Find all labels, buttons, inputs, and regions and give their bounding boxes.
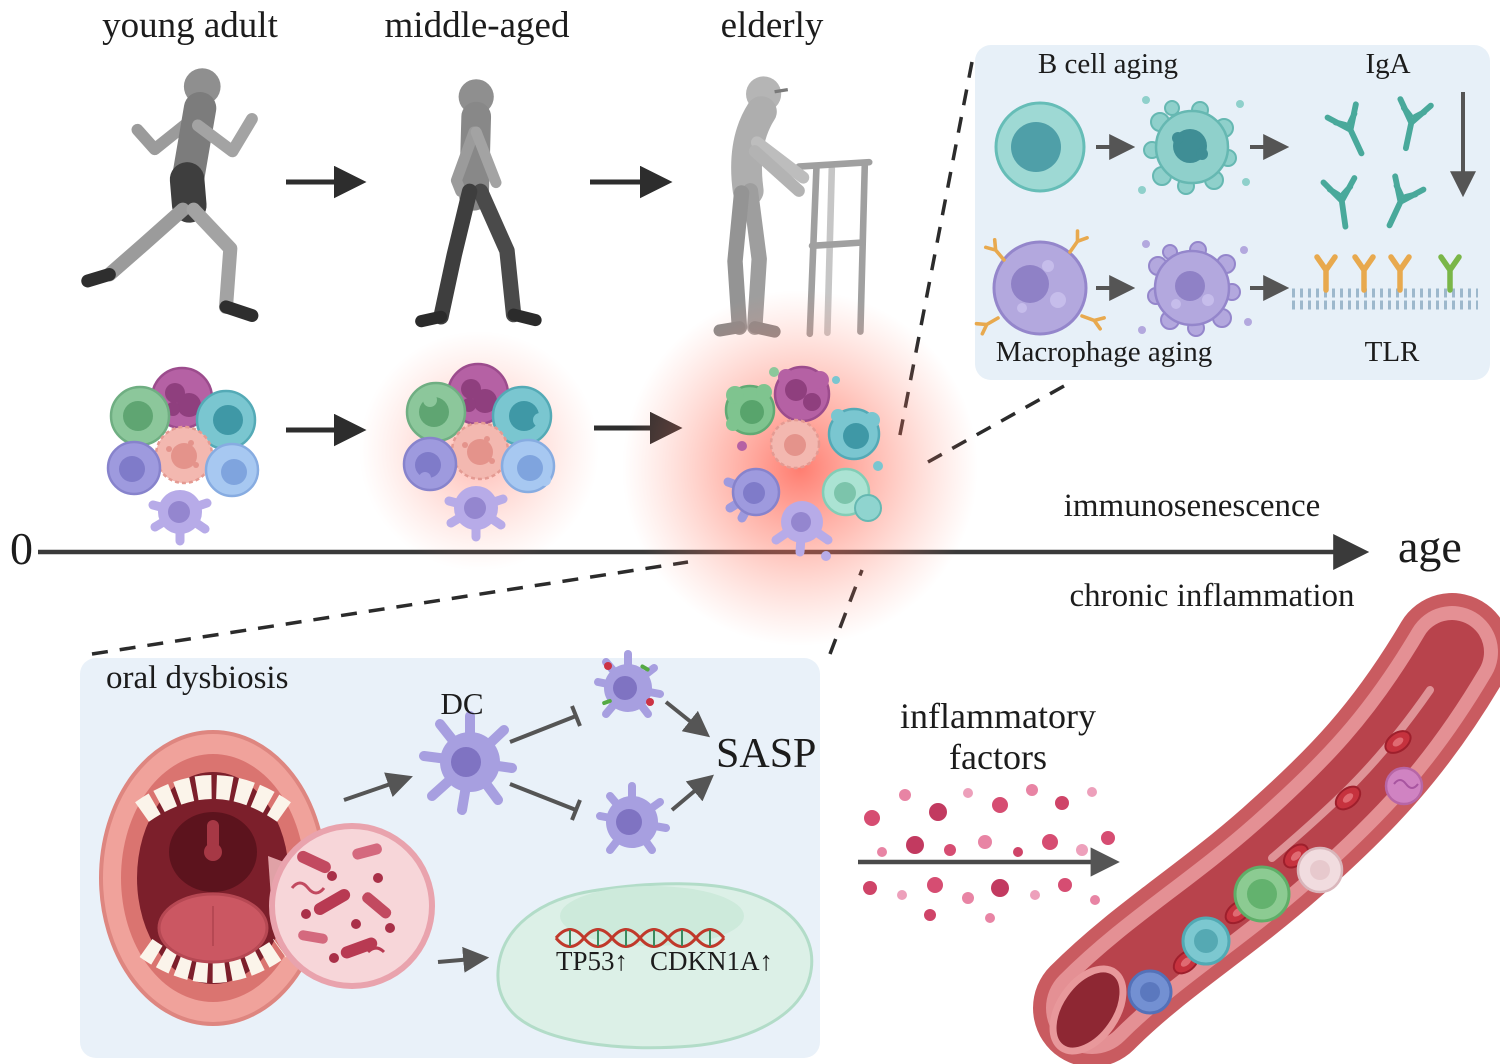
inhibition-lines — [509, 705, 582, 821]
inflammatory-factors-label: inflammatory factors — [900, 696, 1096, 778]
oral-dysbiosis-title: oral dysbiosis — [106, 660, 289, 696]
vessel-cells — [1127, 730, 1424, 1015]
arrow-mouth-dc — [343, 772, 413, 802]
gene-labels: TP53↑ CDKN1A↑ — [556, 946, 773, 977]
arrow-sen-top-sasp — [664, 700, 711, 738]
arrow-lens-cell — [437, 946, 490, 973]
middle-aged-walking-figure — [415, 79, 542, 328]
tlr-label: TLR — [1364, 336, 1420, 368]
blood-vessel — [1033, 593, 1500, 1064]
cell-cluster-elderly — [622, 290, 978, 646]
mouth-illustration — [99, 730, 332, 1026]
dc-label: DC — [440, 686, 484, 721]
dna-helix — [554, 928, 726, 948]
b-cell-aging-label: B cell aging — [1037, 48, 1179, 80]
cdkn1a-label: CDKN1A↑ — [650, 946, 774, 976]
senescent-fibroblast — [496, 882, 814, 1050]
aged-b-cell — [1138, 96, 1250, 195]
macrophage — [974, 229, 1106, 336]
chronic-inflammation-label: chronic inflammation — [1069, 578, 1355, 614]
elderly-walker-figure — [713, 76, 873, 338]
b-cell — [994, 101, 1086, 193]
immunosenescence-label: immunosenescence — [1063, 488, 1321, 524]
sasp-label: SASP — [716, 731, 817, 777]
axis-age-label: age — [1398, 521, 1462, 572]
arrow-sen-bottom-sasp — [670, 774, 714, 812]
iga-label: IgA — [1365, 48, 1411, 80]
cell-cluster-middle — [359, 331, 599, 571]
membrane-tlr — [1292, 257, 1478, 310]
young-adult-runner-figure — [81, 68, 259, 323]
panel-immune-bg — [975, 45, 1490, 380]
dendritic-cell — [419, 711, 517, 815]
aged-macrophage — [1138, 240, 1252, 337]
inflammatory-dots — [863, 784, 1115, 923]
cell-cluster-young — [108, 368, 258, 541]
stage-label-young-adult: young adult — [102, 5, 278, 46]
senescent-cell-top — [594, 650, 664, 718]
axis-origin-label: 0 — [10, 523, 33, 574]
tp53-label: TP53↑ — [556, 946, 629, 976]
stage-label-elderly: elderly — [720, 5, 824, 46]
bacteria-lens — [269, 823, 435, 989]
stage-label-middle-aged: middle-aged — [384, 5, 570, 46]
macrophage-aging-label: Macrophage aging — [995, 336, 1213, 368]
senescent-cell-bottom — [596, 782, 670, 854]
